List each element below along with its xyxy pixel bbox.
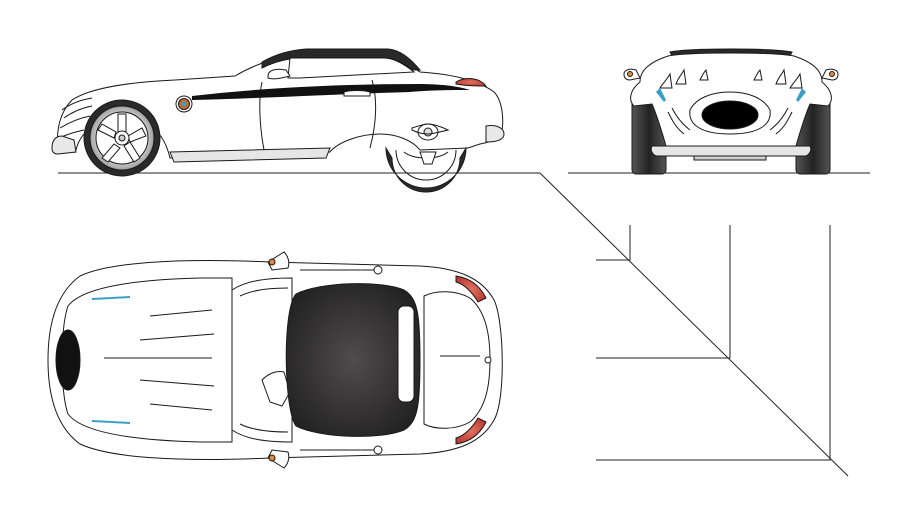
construction-lines bbox=[58, 172, 870, 477]
front-accent-right bbox=[796, 88, 806, 102]
top-door-line bbox=[300, 269, 380, 451]
side-rear-bumper bbox=[485, 125, 505, 143]
top-fuel-cap bbox=[484, 356, 492, 364]
top-grille bbox=[55, 329, 81, 391]
top-door-handle-bottom bbox=[373, 445, 383, 455]
front-mirror-right bbox=[821, 68, 839, 81]
top-roof bbox=[285, 283, 421, 437]
projection-diagonal bbox=[539, 172, 849, 477]
top-hood-vents bbox=[104, 309, 215, 411]
side-badge bbox=[175, 95, 193, 113]
side-rear-wheel bbox=[385, 146, 467, 193]
projection-box-2 bbox=[596, 225, 731, 359]
top-trunk bbox=[423, 291, 491, 429]
side-body bbox=[57, 53, 504, 159]
side-stripe bbox=[192, 84, 470, 100]
top-tail-light-bottom bbox=[455, 417, 487, 445]
side-door-handle bbox=[343, 90, 371, 97]
top-hood bbox=[61, 277, 233, 443]
front-cheek-right bbox=[769, 107, 793, 135]
front-view bbox=[623, 48, 839, 175]
top-interior bbox=[261, 371, 291, 407]
top-door-handle-top bbox=[373, 265, 383, 275]
projection-box-3 bbox=[596, 225, 831, 461]
side-front-grille bbox=[55, 97, 93, 141]
front-vents bbox=[659, 68, 803, 89]
top-mirror-bottom bbox=[267, 449, 290, 469]
side-rear-vent bbox=[411, 123, 450, 141]
front-accent-left bbox=[656, 88, 666, 102]
top-accent-top bbox=[92, 296, 130, 300]
side-sill bbox=[169, 147, 331, 163]
top-windshield-inner bbox=[239, 287, 289, 433]
side-tail-light bbox=[455, 78, 488, 87]
top-rear-window bbox=[397, 305, 415, 403]
side-mirror bbox=[267, 68, 291, 80]
top-view bbox=[47, 251, 503, 469]
front-mirror-left bbox=[623, 68, 641, 81]
top-mirror-top bbox=[267, 251, 290, 271]
top-windshield bbox=[231, 277, 293, 443]
front-splitter bbox=[693, 155, 767, 161]
side-view bbox=[51, 48, 505, 193]
side-front-wheel bbox=[83, 99, 161, 177]
projection-box-1 bbox=[596, 225, 631, 261]
front-cheek-left bbox=[667, 107, 691, 135]
side-window bbox=[287, 57, 416, 79]
top-tail-light-top bbox=[455, 275, 487, 303]
front-bumper bbox=[650, 145, 812, 157]
side-front-bumper bbox=[51, 135, 77, 155]
front-grille bbox=[701, 100, 759, 130]
top-accent-bottom bbox=[92, 420, 130, 424]
